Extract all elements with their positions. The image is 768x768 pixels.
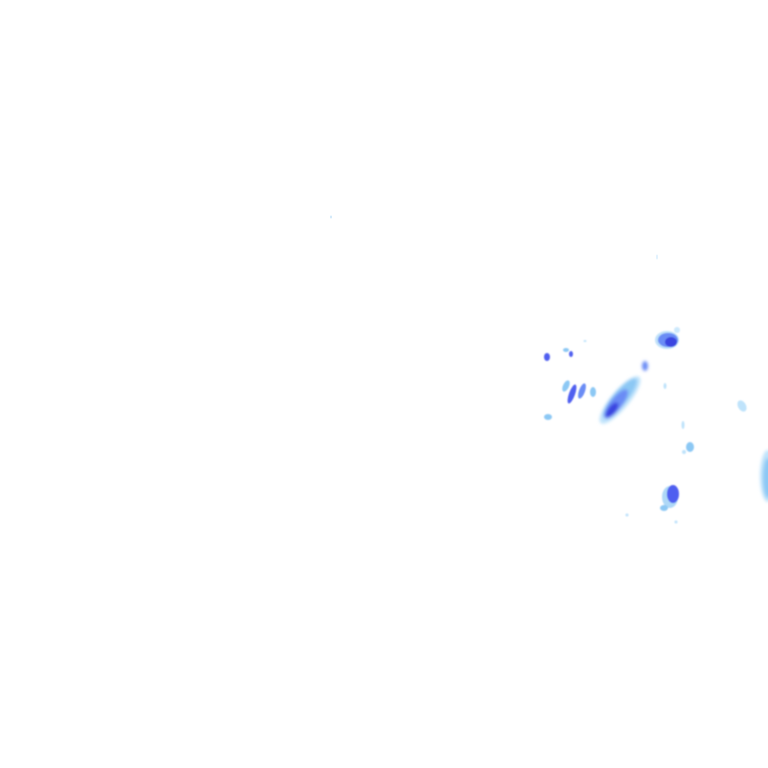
- echo-cell-edge: [760, 450, 768, 502]
- echo-speck-2: [656, 254, 658, 260]
- echo-cell-lower: [660, 485, 679, 511]
- echo-specks-right: [625, 383, 747, 524]
- echo-speck-1: [330, 215, 332, 219]
- echo-cell-upper: [655, 327, 680, 349]
- echo-cluster-left: [544, 340, 596, 420]
- echo-band-main: [599, 361, 648, 424]
